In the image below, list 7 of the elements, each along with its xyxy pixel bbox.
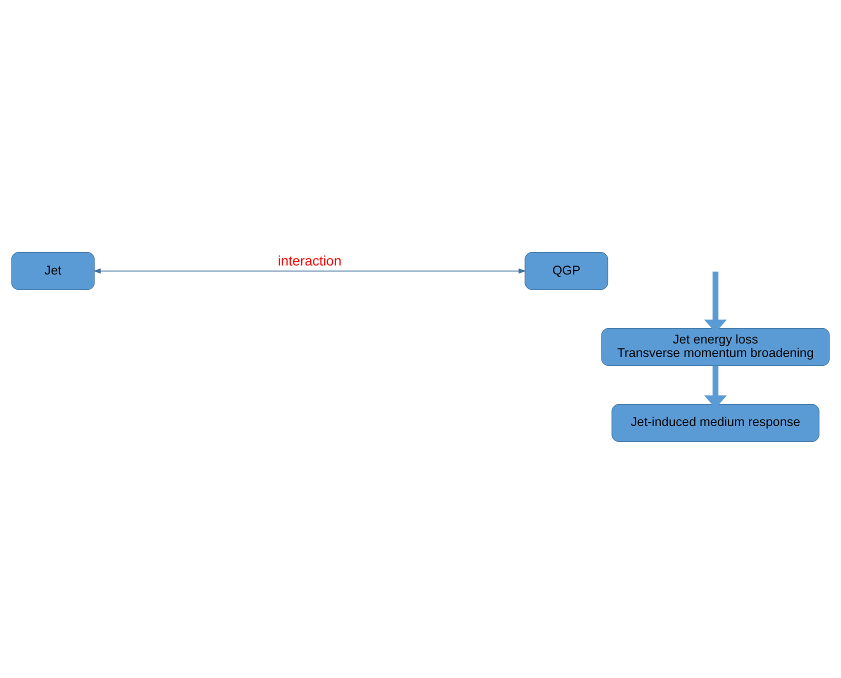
node-box: Jet energy loss Transverse momentum broadening xyxy=(601,328,830,366)
edge-label: interaction xyxy=(278,252,342,268)
node-box: QGP xyxy=(524,252,608,290)
arrow xyxy=(93,268,526,274)
node-box: Jet-induced medium response xyxy=(612,404,820,442)
node-box: Jet xyxy=(11,252,95,290)
arrow xyxy=(704,365,727,408)
